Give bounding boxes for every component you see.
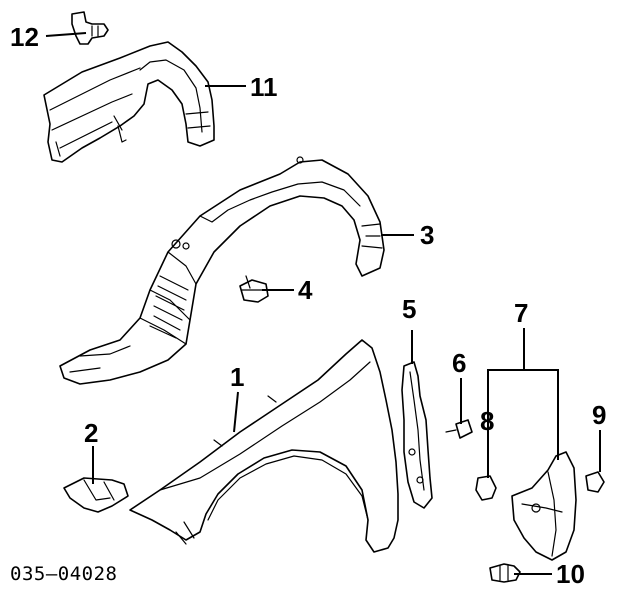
part-6-screw — [445, 419, 473, 439]
part-11-splash-shield — [43, 41, 215, 163]
part-2-bracket — [63, 477, 129, 513]
leader-12 — [45, 32, 87, 37]
callout-7: 7 — [514, 298, 529, 328]
callout-10: 10 — [556, 559, 585, 589]
callout-5: 5 — [402, 294, 417, 324]
leader-lines — [45, 32, 601, 575]
part-5-bracket — [401, 361, 433, 509]
part-8-clip — [475, 475, 497, 501]
leader-7 — [487, 369, 559, 478]
callout-6: 6 — [452, 348, 467, 378]
callout-12: 12 — [10, 22, 39, 52]
part-9-nut — [585, 471, 605, 493]
callout-11: 11 — [250, 72, 278, 102]
callout-1: 1 — [230, 362, 245, 392]
callout-2: 2 — [84, 418, 99, 448]
part-4-clip — [239, 275, 269, 303]
leader-1 — [233, 391, 239, 433]
part-12-clip — [71, 11, 109, 45]
part-7-mud-guard — [511, 451, 577, 561]
diagram-reference-code: 035—04028 — [10, 563, 118, 585]
part-3-fender-liner — [59, 156, 385, 385]
callout-3: 3 — [420, 220, 435, 250]
callout-8: 8 — [480, 406, 495, 436]
callout-9: 9 — [592, 400, 607, 430]
callout-4: 4 — [298, 275, 313, 305]
part-1-front-fender — [129, 339, 399, 553]
part-10-clip — [489, 563, 521, 583]
